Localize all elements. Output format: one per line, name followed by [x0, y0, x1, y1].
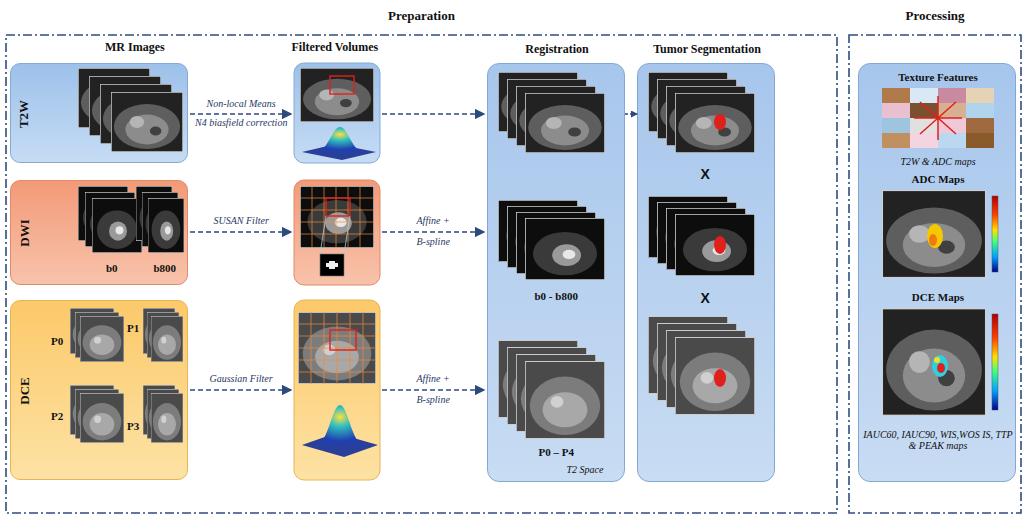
image-label: P0: [51, 335, 63, 347]
flow-arrow: [625, 113, 637, 114]
section-heading: Processing: [848, 8, 1022, 24]
grid-lines: [298, 312, 376, 384]
gaussian-kernel: [316, 405, 364, 445]
adc-overlay: [929, 234, 937, 246]
image-label: b0 - b800: [535, 290, 578, 302]
column-heading: Filtered Volumes: [292, 40, 379, 55]
dce-overlay: [937, 363, 945, 373]
row-label: DWI: [16, 219, 32, 246]
image-label: P0 – P4: [539, 446, 574, 458]
dce-overlay: [934, 357, 940, 363]
mri-slice: [525, 218, 605, 280]
texture-tile: [882, 103, 910, 118]
output-note: T2W & ADC maps: [863, 156, 1013, 167]
color-bar: [992, 314, 998, 410]
process-arrow: [382, 113, 484, 114]
section-heading: Preparation: [5, 8, 838, 24]
output-heading: Texture Features: [863, 71, 1013, 83]
texture-tile: [938, 88, 966, 103]
arrow-label: B-spline: [417, 236, 450, 247]
mri-slice: [675, 214, 755, 276]
multiply-sign: X: [701, 166, 710, 182]
texture-tile: [966, 133, 994, 148]
image-label: b800: [154, 262, 177, 274]
column-heading: Registration: [488, 42, 626, 57]
roi-box: [330, 76, 354, 94]
filtered-box: [294, 63, 380, 163]
column-heading: Tumor Segmentation: [638, 42, 776, 57]
susan-mask: [326, 263, 338, 267]
image-label: P1: [127, 322, 139, 334]
zoom-lines: [320, 216, 350, 254]
image-label: P2: [51, 410, 63, 422]
arrow-label: B-spline: [417, 394, 450, 405]
gaussian-kernel: [316, 127, 364, 152]
output-note: IAUC60, IAUC90, WIS,WOS IS, TTP & PEAK m…: [863, 429, 1013, 451]
output-heading: ADC Maps: [863, 173, 1013, 185]
process-arrow: [382, 389, 484, 390]
tumor-mask: [714, 236, 726, 254]
filtered-image: [298, 312, 376, 384]
filtered-image: [300, 68, 374, 122]
column-heading: MR Images: [105, 40, 165, 55]
color-bar: [992, 196, 998, 272]
row-label: T2W: [16, 100, 32, 128]
row-label: DCE: [16, 377, 32, 404]
process-arrow: [190, 113, 291, 114]
roi-box: [330, 330, 356, 350]
texture-tile: [966, 118, 994, 133]
susan-mask: [320, 254, 344, 276]
mri-slice: [92, 198, 142, 253]
roi-box: [326, 198, 350, 216]
process-arrow: [190, 389, 291, 390]
multiply-sign: X: [701, 290, 710, 306]
texture-tile: [882, 88, 910, 103]
filtered-image: [300, 186, 374, 248]
mri-slice: [525, 361, 605, 439]
mri-slice: [111, 92, 183, 152]
filtered-box: [294, 300, 380, 480]
mri-slice: [151, 393, 183, 443]
texture-tile: [938, 133, 966, 148]
texture-tile: [966, 88, 994, 103]
mri-slice: [675, 337, 755, 415]
arrow-label: Affine +: [417, 215, 450, 226]
texture-tile: [966, 103, 994, 118]
grid-lines: [300, 186, 374, 248]
arrow-label: SUSAN Filter: [214, 215, 269, 226]
arrow-label: Gaussian Filter: [210, 373, 273, 384]
mri-slice: [80, 393, 124, 443]
texture-tile: [882, 133, 910, 148]
dce-overlay: [932, 355, 948, 377]
space-note: T2 Space: [567, 464, 604, 475]
region-outline: [849, 35, 1021, 513]
output-heading: DCE Maps: [863, 291, 1013, 303]
image-label: b0: [106, 262, 118, 274]
arrow-label: N4 biasfield correction: [195, 117, 287, 128]
region-outline: [6, 35, 837, 513]
texture-tile: [882, 118, 910, 133]
tumor-mask: [714, 369, 726, 387]
texture-tile: [910, 88, 938, 103]
mri-slice: [151, 316, 183, 362]
mri-slice: [148, 198, 184, 253]
mri-slice: [525, 93, 605, 153]
adc-map: [882, 190, 986, 278]
texture-star: [914, 96, 962, 140]
mri-slice: [80, 316, 124, 362]
filtered-box: [294, 180, 380, 285]
process-arrow: [190, 231, 291, 232]
image-label: P3: [127, 420, 139, 432]
tumor-mask: [714, 114, 726, 130]
arrow-label: Affine +: [417, 373, 450, 384]
texture-tile: [910, 133, 938, 148]
dce-map: [882, 308, 986, 416]
process-arrow: [382, 231, 484, 232]
adc-overlay: [927, 224, 943, 248]
arrow-label: Non-local Means: [207, 98, 276, 109]
mri-slice: [675, 93, 755, 153]
